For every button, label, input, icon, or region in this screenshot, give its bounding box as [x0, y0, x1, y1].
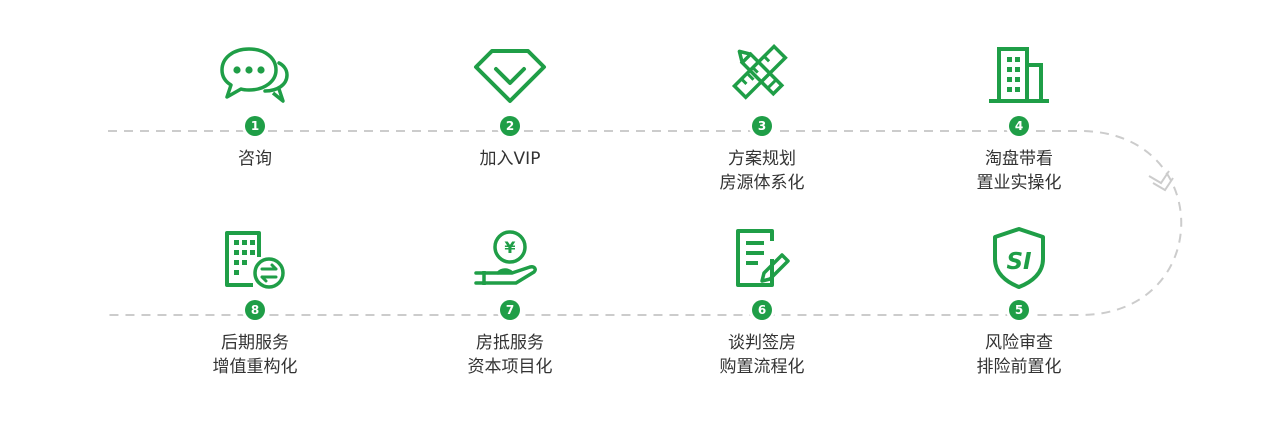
hand-coin-icon: ¥: [474, 230, 537, 285]
building-icon: [989, 47, 1049, 103]
chat-bubbles-icon: [220, 47, 289, 103]
step-number: 4: [1009, 116, 1029, 136]
step-label: 后期服务 增值重构化: [213, 331, 298, 379]
step-3: 3 方案规划 房源体系化: [672, 38, 852, 195]
shield-si-icon: SI: [993, 227, 1045, 289]
step-label: 谈判签房 购置流程化: [720, 331, 805, 379]
step-number: 5: [1009, 300, 1029, 320]
flow-path-line: [108, 130, 1183, 316]
step-label-line-1: 咨询: [238, 149, 272, 169]
step-label-line-1: 房抵服务: [476, 333, 544, 353]
step-label: 加入VIP: [480, 147, 541, 171]
step-label-line-2: 房源体系化: [719, 173, 805, 193]
step-label-line-1: 加入VIP: [479, 149, 541, 169]
step-label-line-1: 后期服务: [221, 333, 289, 353]
step-label: 淘盘带看 置业实操化: [977, 147, 1062, 195]
step-8: 8 后期服务 增值重构化: [165, 222, 345, 379]
step-number: 1: [245, 116, 265, 136]
step-number: 7: [500, 300, 520, 320]
step-1: 1 咨询: [165, 38, 345, 171]
svg-text:SI: SI: [1006, 249, 1032, 275]
step-number: 6: [752, 300, 772, 320]
step-7: ¥ 7 房抵服务 资本项目化: [420, 222, 600, 379]
step-2: 2 加入VIP: [420, 38, 600, 171]
step-label-line-2: 资本项目化: [467, 357, 553, 377]
step-6: 6 谈判签房 购置流程化: [672, 222, 852, 379]
step-label: 房抵服务 资本项目化: [468, 331, 553, 379]
document-pen-icon: [736, 229, 790, 287]
step-label-line-2: 增值重构化: [212, 357, 298, 377]
building-exchange-icon: [225, 231, 285, 289]
vip-diamond-icon: [474, 49, 546, 103]
ruler-pencil-icon: [731, 43, 788, 100]
step-label-line-1: 方案规划: [728, 149, 796, 169]
step-label-line-2: 购置流程化: [719, 357, 805, 377]
step-number: 8: [245, 300, 265, 320]
step-label-line-1: 淘盘带看: [985, 149, 1053, 169]
step-label-line-2: 置业实操化: [976, 173, 1062, 193]
step-label-line-1: 谈判签房: [728, 333, 796, 353]
coin-symbol: ¥: [504, 238, 515, 257]
step-4: 4 淘盘带看 置业实操化: [929, 38, 1109, 195]
step-number: 3: [752, 116, 772, 136]
step-label: 风险审查 排险前置化: [977, 331, 1062, 379]
flow-arrow-icon: [1148, 170, 1174, 192]
step-label-line-2: 排险前置化: [976, 357, 1062, 377]
step-label: 方案规划 房源体系化: [720, 147, 805, 195]
step-label: 咨询: [238, 147, 272, 171]
step-5: SI 5 风险审查 排险前置化: [929, 222, 1109, 379]
step-label-line-1: 风险审查: [985, 333, 1053, 353]
step-number: 2: [500, 116, 520, 136]
